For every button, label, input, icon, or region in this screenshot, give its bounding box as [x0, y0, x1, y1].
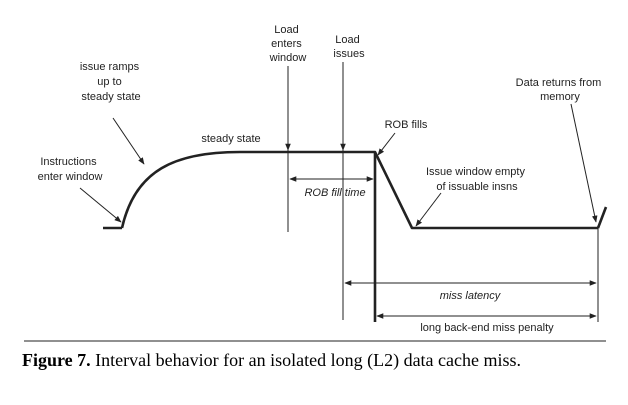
dimension-arrows	[289, 176, 597, 319]
issue-rate-path	[120, 150, 598, 230]
figure-number: Figure 7.	[22, 350, 91, 370]
issue-window-empty-label: Issue window empty of issuable insns	[426, 166, 528, 193]
issue-ramps-arrow	[112, 117, 145, 165]
issue-window-empty-arrow	[415, 192, 442, 227]
rob-fill-time-label: ROB fill time	[304, 187, 365, 199]
instructions-enter-label: Instructions enter window	[38, 156, 103, 183]
pointer-arrows	[79, 62, 598, 227]
load-enters-label: Load enters window	[269, 24, 307, 64]
rob-fills-label: ROB fills	[385, 119, 428, 131]
caption-text: Interval behavior for an isolated long (…	[95, 350, 522, 370]
diagram-canvas: Instructions enter window issue ramps up…	[24, 24, 608, 342]
issue-rate-curve	[103, 150, 608, 230]
penalty-label: long back-end miss penalty	[420, 322, 554, 334]
data-returns-arrow	[570, 103, 598, 223]
load-issues-label: Load issues	[333, 34, 365, 60]
issue-ramps-label: issue ramps up to steady state	[80, 61, 142, 103]
miss-latency-label: miss latency	[440, 290, 502, 302]
curve-restart-tick	[596, 206, 608, 229]
figure-caption: Figure 7. Interval behavior for an isola…	[22, 349, 607, 371]
rob-fills-arrow	[377, 132, 396, 156]
instructions-enter-arrow	[79, 187, 122, 223]
data-returns-label: Data returns from memory	[516, 77, 605, 103]
steady-state-label: steady state	[201, 133, 260, 145]
